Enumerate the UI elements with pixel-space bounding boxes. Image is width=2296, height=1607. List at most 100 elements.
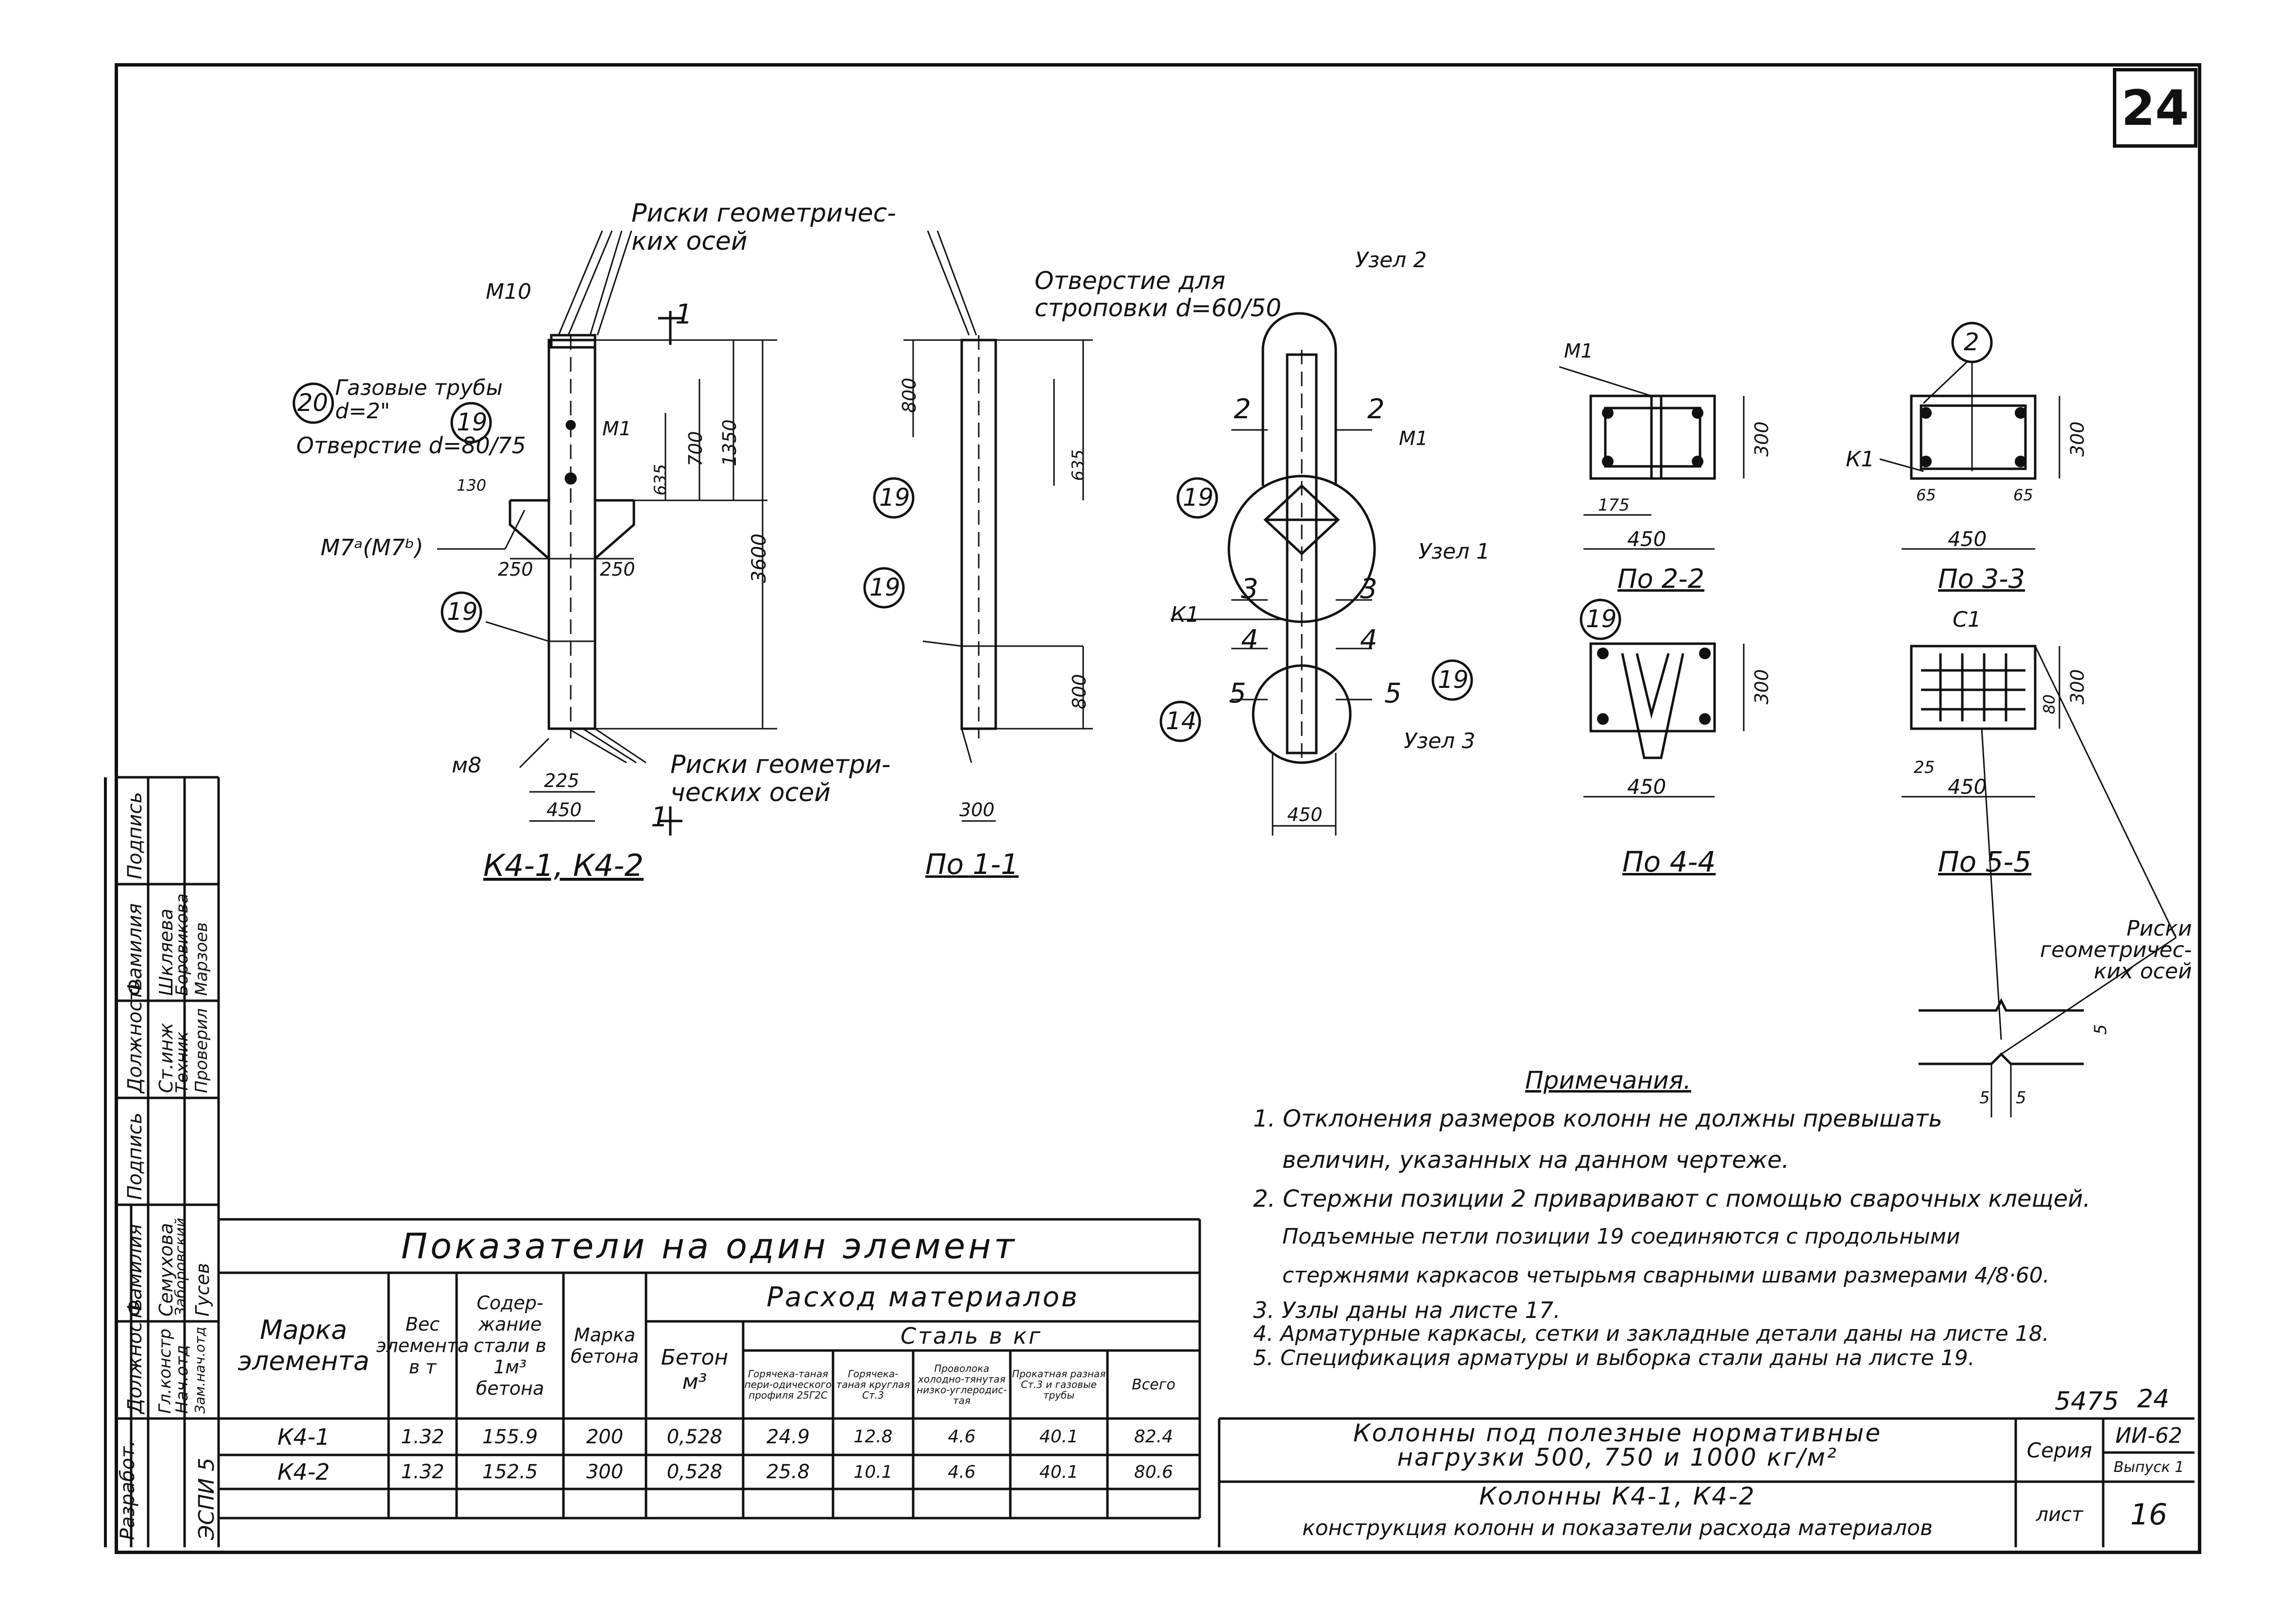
table-cell: 200 <box>586 1425 624 1448</box>
dim-800-b: 800 <box>1069 674 1090 709</box>
column-elevation <box>437 230 777 836</box>
section-mark-2-left: 2 <box>1234 393 1251 425</box>
rebar-dots <box>1597 407 2026 725</box>
side-stamp-header-podpis: Подпись <box>124 792 146 879</box>
pos-19-f: 19 <box>1438 666 1469 694</box>
side-stamp-role: Гл.констр <box>155 1328 175 1414</box>
note-line-5: стержнями каркасов четырьмя сварными шва… <box>1282 1263 2050 1288</box>
label-k1-b: К1 <box>1846 447 1875 472</box>
table-h-sub-5: Всего <box>1132 1376 1175 1393</box>
table-cell: 40.1 <box>1039 1462 1079 1482</box>
pos-19-e: 19 <box>1183 483 1214 512</box>
table-h-sub-3: Проволока холодно-тянутая низко-углероди… <box>917 1363 1007 1406</box>
dim-175: 175 <box>1598 496 1630 515</box>
table-cell: 152.5 <box>482 1461 538 1483</box>
list-label: лист <box>2036 1503 2083 1526</box>
caption-1-1: По 1-1 <box>925 848 1019 881</box>
dim-65-b: 65 <box>2013 486 2033 504</box>
section-mark-2-right: 2 <box>1367 393 1385 425</box>
label-otverstie-strop: Отверстие для строповки d=60/50 <box>1035 267 1282 322</box>
table-cell: 1.32 <box>401 1461 444 1483</box>
caption-k4: К4-1, К4-2 <box>483 848 644 883</box>
pos-19-c: 19 <box>879 483 910 512</box>
dim-300-s11: 300 <box>959 799 995 821</box>
table-h-sub-1: Горячека-таная пери-одического профиля 2… <box>744 1368 832 1401</box>
dim-65-a: 65 <box>1916 486 1936 504</box>
note-line-7: 4. Арматурные каркасы, сетки и закладные… <box>1253 1321 2049 1346</box>
outer-binding-frame <box>104 777 107 1547</box>
section-4-4-drawing <box>1583 642 1745 798</box>
table-cell: 4.6 <box>948 1462 976 1482</box>
dim-5-c: 5 <box>2091 1024 2110 1035</box>
label-m1-a: М1 <box>602 418 631 440</box>
table-h-beton: Бетон м³ <box>661 1345 729 1394</box>
dim-130: 130 <box>457 476 487 495</box>
table-h-rashod: Расход материалов <box>766 1281 1079 1313</box>
seria-value: ИИ-62 <box>2115 1423 2182 1448</box>
side-stamp-name: Марзоев <box>192 922 211 996</box>
table-h-marka: Марка элемента <box>238 1315 370 1376</box>
section-3-3-drawing <box>1879 356 2060 550</box>
dim-450-main: 450 <box>546 799 582 821</box>
side-stamp-name: Гусев <box>192 1263 213 1316</box>
table-h-ves: Вес элемента в т <box>376 1314 469 1378</box>
notes-title: Примечания. <box>1525 1066 1691 1094</box>
dim-3600: 3600 <box>748 533 770 583</box>
side-stamp-org: ЭСПИ 5 <box>194 1457 219 1540</box>
dim-250-left: 250 <box>498 559 533 580</box>
dim-700: 700 <box>685 431 706 466</box>
dim-225: 225 <box>544 770 579 791</box>
table-title: Показатели на один элемент <box>401 1226 1018 1266</box>
dim-635-b: 635 <box>1069 449 1088 481</box>
label-c1: С1 <box>1953 607 1981 632</box>
section-mark-5-left: 5 <box>1229 678 1246 709</box>
section-mark-1-bottom: 1 <box>651 802 668 833</box>
dim-300-s22: 300 <box>1751 421 1772 457</box>
dim-80-s55: 80 <box>2040 694 2058 714</box>
caption-4-4: По 4-4 <box>1622 845 1716 878</box>
dim-450-s33: 450 <box>1948 527 1987 551</box>
dim-5-b: 5 <box>2016 1088 2026 1108</box>
table-h-soderzh: Содер-жание стали в 1м³ бетона <box>474 1292 546 1399</box>
note-line-1: 1. Отклонения размеров колонн не должны … <box>1253 1105 1942 1132</box>
pos-19-a: 19 <box>457 408 488 436</box>
note-line-8: 5. Спецификация арматуры и выборка стали… <box>1253 1346 1975 1370</box>
pos-20: 20 <box>297 389 328 417</box>
mark-detail-drawing <box>1919 937 2177 1117</box>
label-gas-pipes: Газовые трубы d=2" <box>335 376 503 424</box>
dim-25: 25 <box>1914 758 1935 777</box>
table-cell: 4.6 <box>948 1427 976 1447</box>
dim-450-s44: 450 <box>1627 775 1667 799</box>
label-riski-top: Риски геометричес- ких осей <box>631 199 896 256</box>
label-uzel2: Узел 2 <box>1355 248 1427 273</box>
table-cell: 0,528 <box>666 1461 723 1483</box>
title-line-2: нагрузки 500, 750 и 1000 кг/м² <box>1397 1443 1838 1471</box>
label-m1-c: М1 <box>1564 340 1593 362</box>
caption-5-5: По 5-5 <box>1938 845 2032 878</box>
title-line-3: Колонны К4-1, К4-2 <box>1479 1482 1756 1510</box>
label-uzel1: Узел 1 <box>1418 539 1490 564</box>
side-stamp-header-podpis-2: Подпись <box>124 1112 146 1200</box>
table-grid <box>219 1218 1201 1520</box>
section-mark-4-left: 4 <box>1241 624 1259 656</box>
table-cell: 24.9 <box>766 1425 810 1448</box>
title-line-1: Колонны под полезные нормативные <box>1353 1419 1882 1447</box>
side-stamp-role: Нач.отд <box>172 1345 192 1414</box>
table-cell: 1.32 <box>401 1425 444 1448</box>
label-m10: М10 <box>486 279 531 304</box>
dim-1350: 1350 <box>719 419 740 466</box>
pos-19-d: 19 <box>869 573 901 601</box>
dim-450-node: 450 <box>1287 804 1323 825</box>
stamp-code: 5475 <box>2055 1387 2119 1416</box>
title-line-4: конструкция колонн и показатели расхода … <box>1302 1515 1933 1540</box>
dim-450-s55: 450 <box>1948 775 1987 799</box>
dim-250-right: 250 <box>600 559 635 580</box>
table-cell: 10.1 <box>853 1462 893 1482</box>
caption-2-2: По 2-2 <box>1617 564 1705 594</box>
sheet-number-box: 24 <box>2113 68 2197 148</box>
side-stamp-razrabot: Разработ. <box>117 1440 139 1540</box>
label-k1-a: К1 <box>1171 602 1200 627</box>
table-h-marka-bet: Марка бетона <box>570 1324 639 1367</box>
section-mark-3-left: 3 <box>1241 573 1259 605</box>
title-block-grid <box>1218 1417 2194 1547</box>
